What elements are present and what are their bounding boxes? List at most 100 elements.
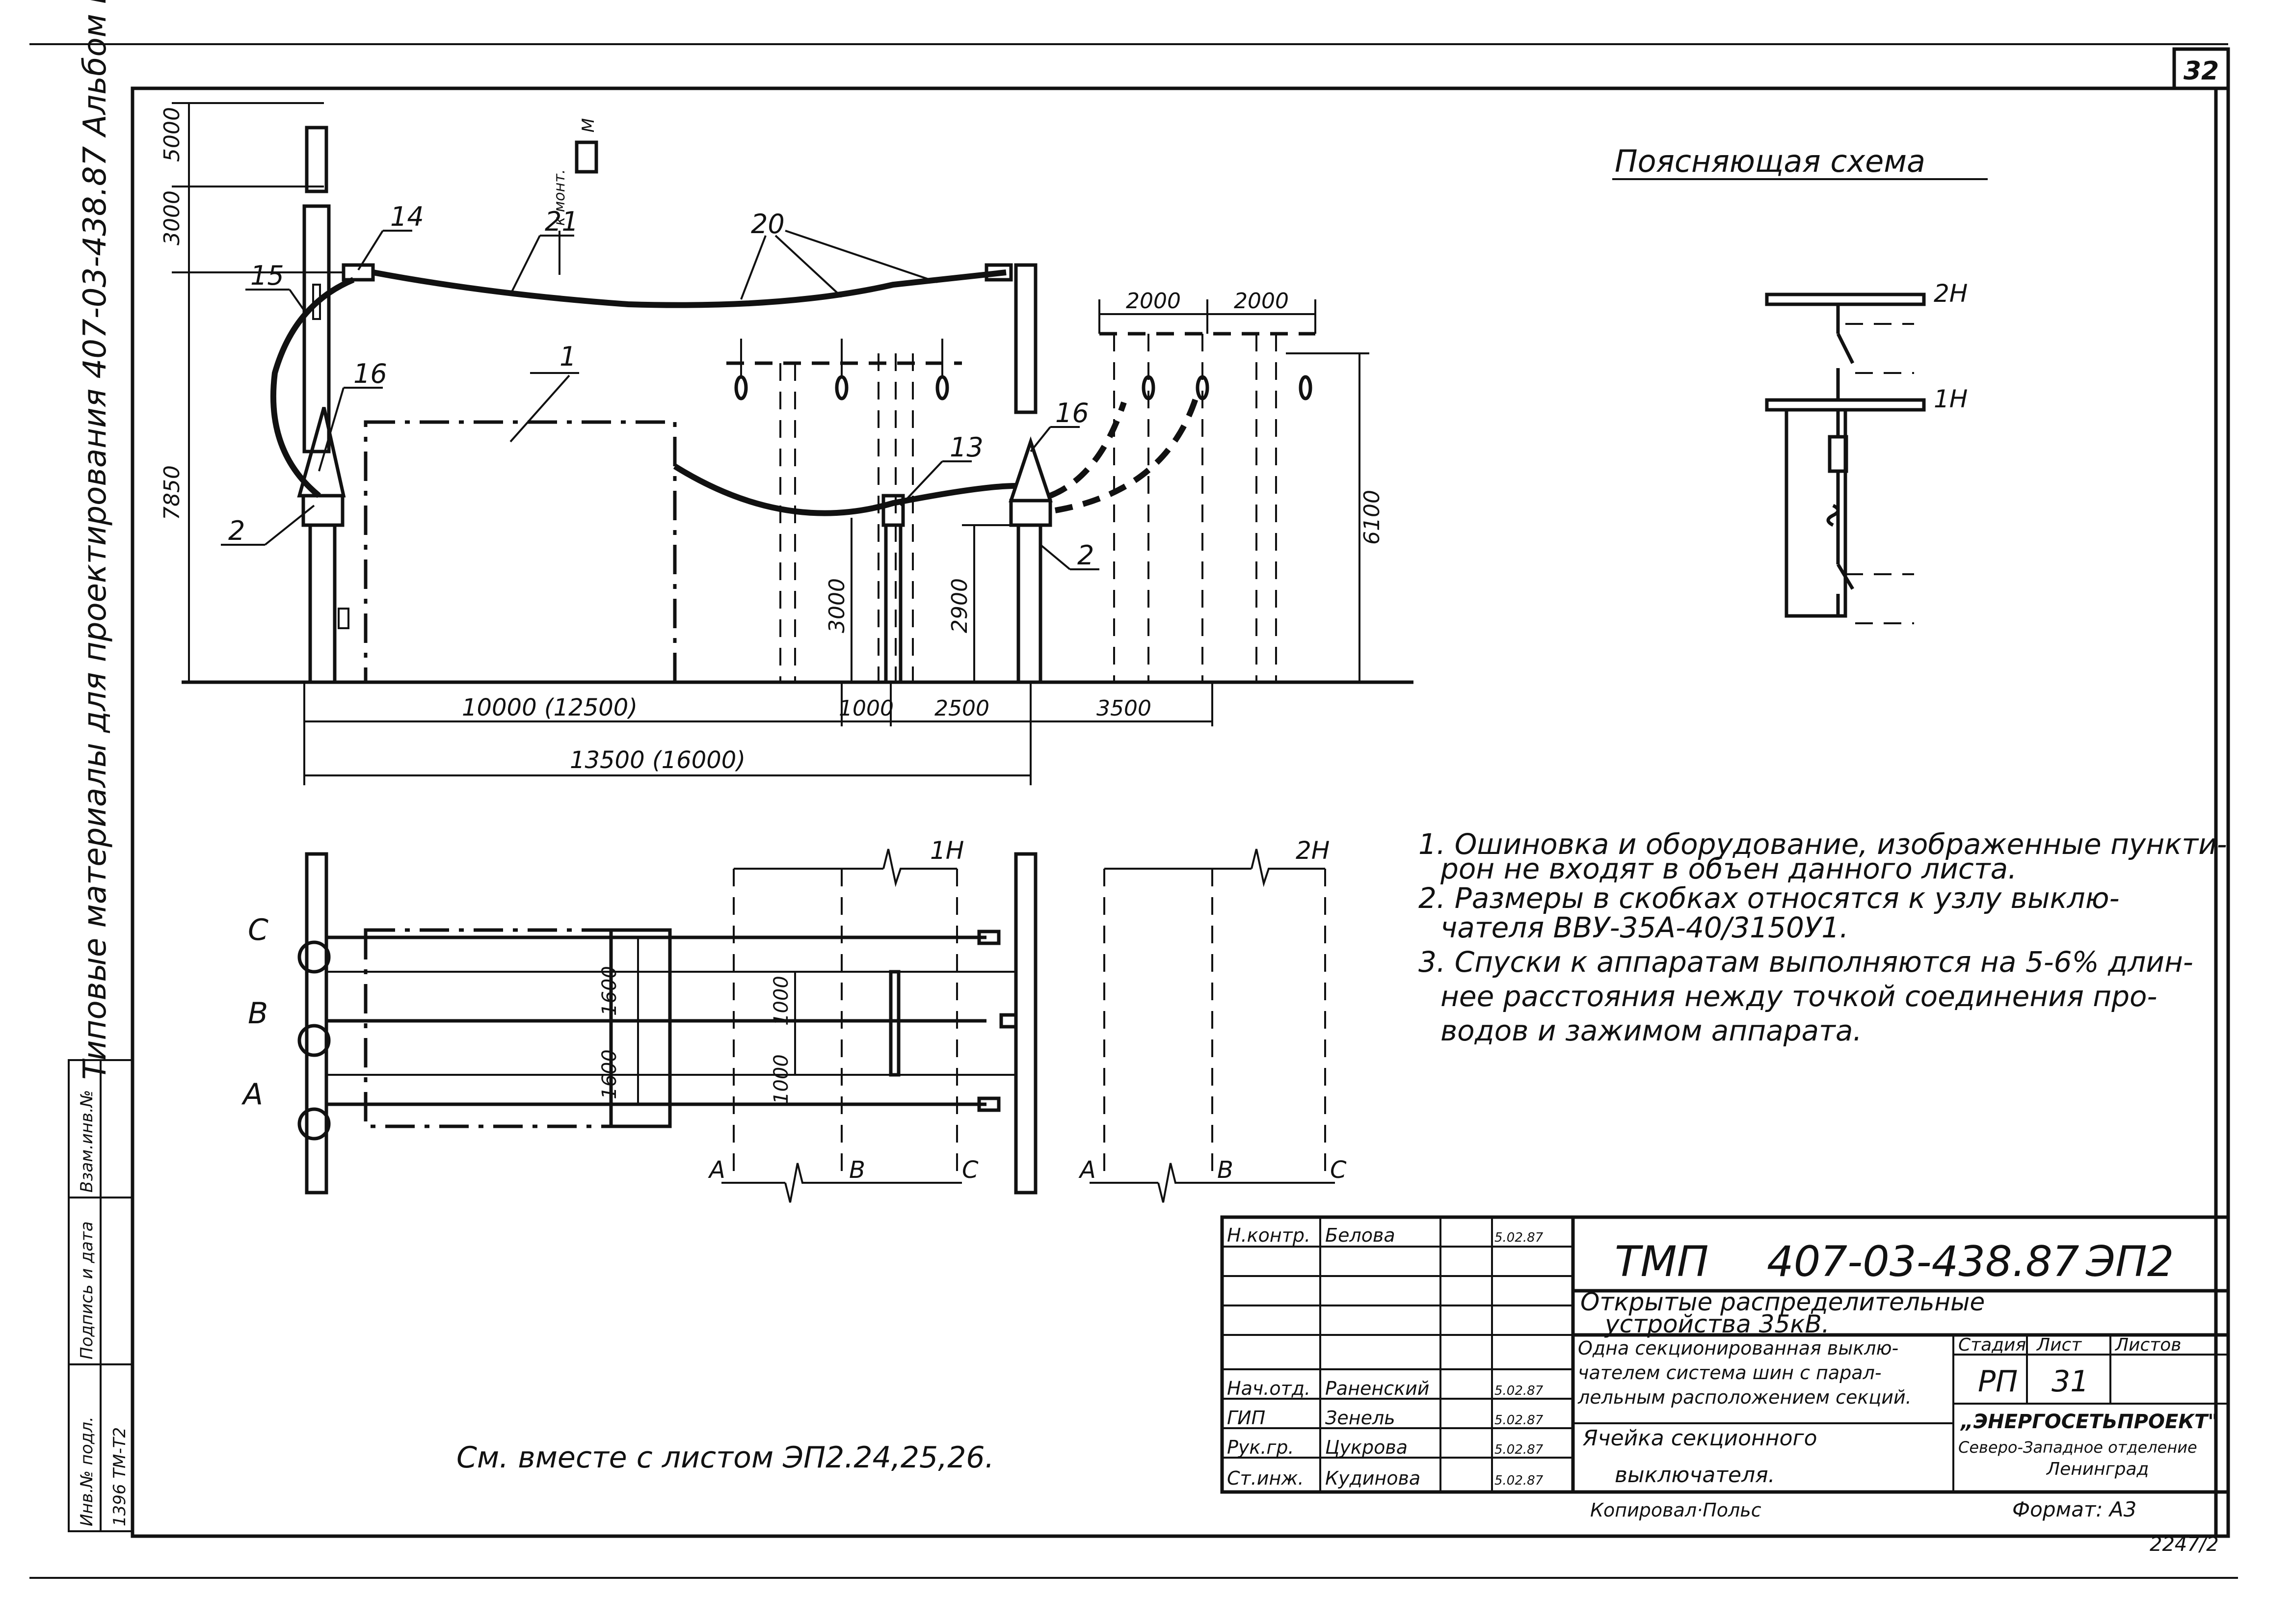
desc-line-3: лельным расположением секций.: [1577, 1386, 1912, 1408]
doc-number: 407-03-438.87: [1767, 1237, 2079, 1286]
dim-1000b: 1000: [770, 1054, 793, 1104]
mont-label: к монт.: [551, 169, 568, 226]
bus-2n: [1765, 293, 1926, 306]
breaker-1-box: [364, 420, 677, 684]
dim-2000b: 2000: [1234, 289, 1289, 314]
label-21: 21: [545, 206, 579, 237]
stamp-number: 2247/2: [2150, 1533, 2219, 1556]
note-line-3: 2. Размеры в скобках относятся к узлу вы…: [1418, 881, 2120, 915]
stage-label: Стадия: [1958, 1335, 2026, 1355]
dim-5000: 5000: [160, 107, 185, 162]
explanatory-scheme: Поясняющая схема 2Н 1Н: [1612, 143, 1988, 624]
org-2: Северо-Западное отделение: [1958, 1438, 2197, 1457]
org-1: „ЭНЕРГОСЕТЬПРОЕКТ": [1960, 1411, 2218, 1433]
note-line-6: нее расстояния нежду точкой соединения п…: [1440, 980, 2157, 1013]
inv-label: Инв.№ подл.: [77, 1416, 97, 1526]
plan-bottom-b2: В: [1217, 1156, 1233, 1184]
dim-2900: 2900: [947, 578, 972, 633]
dim-3000b: 3000: [825, 578, 850, 633]
plan-view: 1600 1600 1000 1000 С В А 1Н 2Н А В С А …: [241, 836, 1347, 1203]
role-0: Н.контр.: [1227, 1225, 1310, 1246]
side-title: Типовые материалы для проектирования 407…: [77, 0, 113, 1080]
plan-bottom-a2: А: [1078, 1156, 1096, 1184]
dim-2000a: 2000: [1126, 289, 1181, 314]
doc-sheet: ЭП2: [2085, 1237, 2174, 1286]
desc-line-5: выключателя.: [1615, 1463, 1775, 1488]
dim-2500: 2500: [934, 696, 989, 721]
desc-line-1: Одна секционированная выклю-: [1578, 1337, 1898, 1359]
dim-1600b: 1600: [598, 1049, 621, 1099]
label-2-right: 2: [1077, 540, 1094, 571]
sheet-value: 31: [2051, 1364, 2089, 1399]
note-line-5: 3. Спуски к аппаратам выполняются на 5-6…: [1418, 945, 2193, 979]
title-line-2: устройства 35кВ.: [1604, 1310, 1830, 1338]
date-0: 5.02.87: [1494, 1230, 1544, 1245]
note-line-1: 1. Ошиновка и оборудование, изображенные…: [1418, 827, 2227, 861]
desc-line-4: Ячейка секционного: [1582, 1426, 1817, 1451]
title-block: Н.контр. Белова 5.02.87 Нач.отд. Раненск…: [1220, 1215, 2230, 1494]
label-1: 1: [559, 341, 576, 372]
name-0: Белова: [1325, 1225, 1395, 1246]
sheet-label: Лист: [2036, 1335, 2082, 1355]
note-line-7: водов и зажимом аппарата.: [1440, 1014, 1862, 1047]
phase-c-label: С: [248, 913, 268, 947]
label-2-left: 2: [228, 515, 245, 546]
label-20: 20: [751, 209, 785, 240]
m-label: М: [579, 118, 598, 133]
label-16-right: 16: [1055, 398, 1089, 428]
plan-portal-right: [1014, 852, 1038, 1195]
dim-10000: 10000 (12500): [462, 694, 638, 721]
section-view: к монт. М 5000 3000 7850 6100 3000 2900 …: [160, 102, 1413, 785]
plan-bottom-a1: А: [708, 1156, 725, 1184]
role-7: Рук.гр.: [1227, 1437, 1294, 1458]
replace-label: Взам.инв.№: [77, 1090, 97, 1193]
dim-1000: 1000: [839, 696, 894, 721]
sign-label: Подпись и дата: [77, 1221, 97, 1359]
role-5: Нач.отд.: [1227, 1378, 1310, 1399]
page-number-box: [2172, 47, 2230, 90]
plan-bottom-c2: С: [1330, 1156, 1347, 1184]
page-number: 32: [2184, 56, 2219, 86]
dim-6100: 6100: [1359, 490, 1385, 545]
phase-b-label: В: [248, 996, 268, 1031]
doc-code: ТМП: [1615, 1237, 1708, 1286]
role-8: Ст.инж.: [1227, 1467, 1304, 1489]
date-5: 5.02.87: [1494, 1384, 1544, 1398]
stage-value: РП: [1978, 1364, 2018, 1399]
insulator-14: [342, 263, 375, 282]
name-5: Раненский: [1325, 1378, 1430, 1399]
dim-13500: 13500 (16000): [570, 746, 746, 774]
name-7: Цукрова: [1325, 1437, 1408, 1458]
desc-line-2: чателем система шин с парал-: [1578, 1362, 1882, 1384]
note-line-2: рон не входят в объен данного листа.: [1440, 852, 2017, 885]
dim-7850: 7850: [160, 465, 185, 520]
phase-a-label: А: [241, 1077, 263, 1112]
label-15: 15: [250, 260, 284, 291]
plan-bus-2n: 2Н: [1296, 836, 1330, 865]
dim-3000: 3000: [160, 190, 185, 245]
plan-bottom-b1: В: [849, 1156, 865, 1184]
see-also: См. вместе с листом ЭП2.24,25,26.: [456, 1440, 994, 1475]
date-8: 5.02.87: [1494, 1473, 1544, 1488]
support-right: [1016, 523, 1042, 684]
role-6: ГИП: [1227, 1407, 1265, 1429]
dim-3500: 3500: [1096, 696, 1151, 721]
portal-right: [1014, 263, 1038, 414]
label-13: 13: [950, 432, 984, 463]
notes: 1. Ошиновка и оборудование, изображенные…: [1418, 827, 2227, 1047]
support-left: [308, 523, 337, 684]
plan-bottom-c1: С: [962, 1156, 979, 1184]
bus-conductor-21: [372, 269, 1007, 308]
conductor-13: [673, 463, 1016, 516]
name-8: Кудинова: [1325, 1467, 1420, 1489]
date-6: 5.02.87: [1494, 1413, 1544, 1428]
label-16-left: 16: [353, 358, 387, 389]
label-14: 14: [390, 201, 424, 232]
support-13: [884, 523, 903, 684]
copied-label: Копировал·Польс: [1590, 1499, 1761, 1521]
format-label: Формат: А3: [2012, 1497, 2136, 1521]
plan-portal-left: [305, 852, 328, 1195]
note-line-4: чателя ВВУ-35А-40/3150У1.: [1440, 911, 1849, 944]
scheme-1n: 1Н: [1934, 385, 1968, 413]
